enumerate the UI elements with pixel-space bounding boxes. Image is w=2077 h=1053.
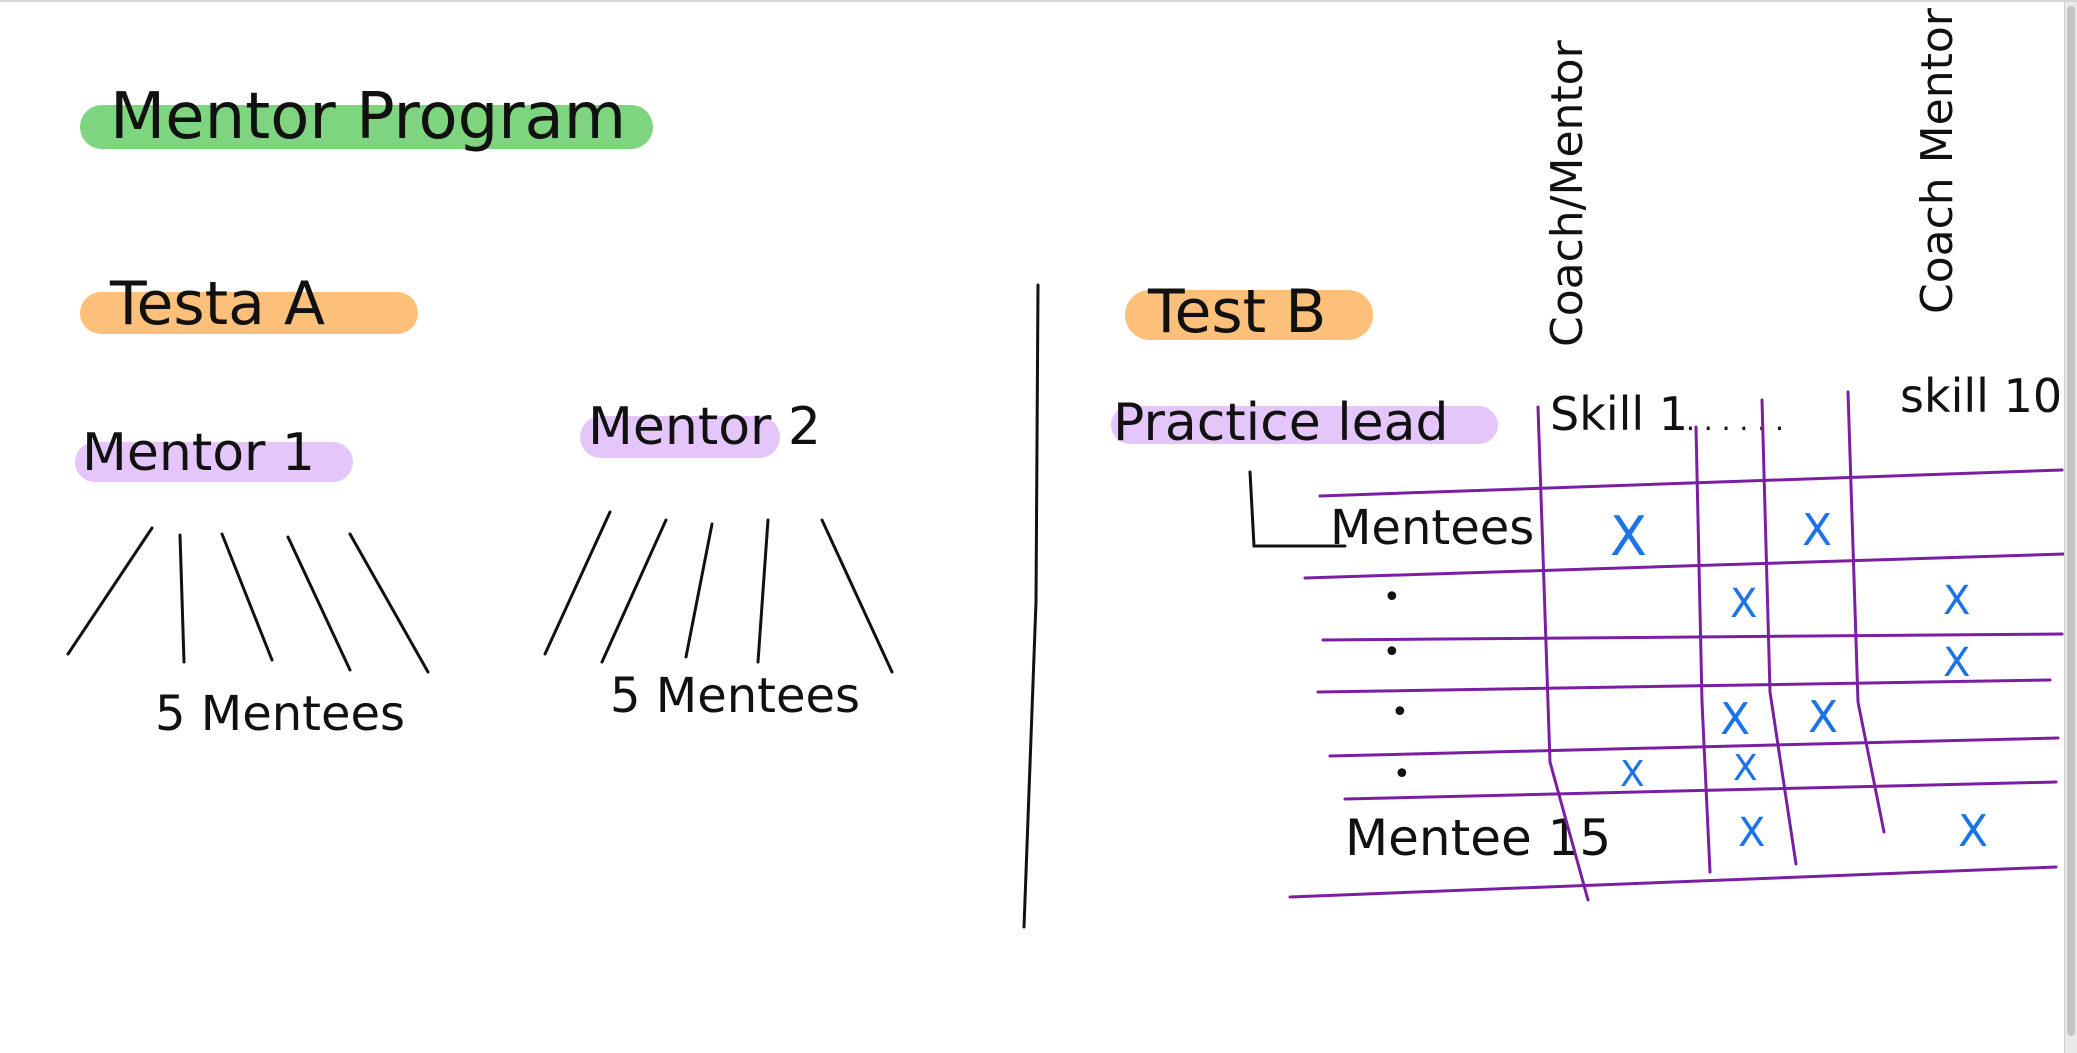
mentor1-branches bbox=[66, 526, 430, 674]
branch-line bbox=[286, 535, 352, 672]
grid-col-line bbox=[1694, 425, 1712, 874]
skill-mark-x: X bbox=[1808, 692, 1838, 743]
grid-row-line bbox=[1303, 552, 2066, 580]
test-b-highlight bbox=[1125, 290, 1373, 340]
page-title: Mentor Program bbox=[110, 80, 626, 154]
skill-mark-x: X bbox=[1733, 748, 1758, 789]
mentees-first-label: Mentees bbox=[1330, 500, 1534, 556]
test-a-label: Testa A bbox=[109, 269, 325, 339]
branch-line bbox=[66, 526, 154, 656]
mentor1-highlight bbox=[75, 442, 353, 482]
practice-lead-label: Practice lead bbox=[1113, 393, 1449, 453]
mentor2-highlight bbox=[580, 416, 780, 458]
skill-mark-x: X bbox=[1958, 806, 1988, 857]
skill-mark-x: X bbox=[1943, 640, 1970, 686]
grid-row-line bbox=[1343, 780, 2058, 801]
branch-line bbox=[684, 522, 714, 659]
branch-line bbox=[543, 510, 612, 656]
scrollbar-thumb[interactable] bbox=[2067, 6, 2075, 1036]
skill-first-header: Skill 1 bbox=[1550, 387, 1688, 441]
mentor2-branches bbox=[543, 510, 894, 674]
mentees-arrow bbox=[1248, 470, 1347, 548]
skill-mark-x: X bbox=[1943, 578, 1970, 624]
test-b-label: Test B bbox=[1147, 277, 1326, 347]
grid-row-line bbox=[1321, 632, 2064, 642]
branch-line bbox=[178, 533, 186, 664]
row-dot: • bbox=[1383, 635, 1401, 670]
skill-mark-x: X bbox=[1610, 505, 1647, 568]
grid-row-line bbox=[1316, 678, 2052, 694]
vertical-scrollbar[interactable] bbox=[2064, 2, 2077, 1053]
test-a-highlight bbox=[80, 292, 418, 334]
row-dot: • bbox=[1391, 695, 1409, 730]
skill-matrix-grid bbox=[1288, 390, 2066, 902]
branch-line bbox=[348, 532, 430, 674]
branch-line bbox=[820, 518, 894, 674]
mentor2-mentees-text: 5 Mentees bbox=[610, 668, 860, 724]
skill-mark-x: X bbox=[1730, 581, 1757, 627]
grid-col-line bbox=[1846, 390, 1886, 834]
row-dot: • bbox=[1383, 580, 1401, 615]
section-divider bbox=[1022, 283, 1040, 929]
branch-line bbox=[756, 518, 770, 664]
column-header-coach-mentor-2: Coach Mentor bbox=[1912, 7, 1963, 314]
skill-mark-x: X bbox=[1738, 810, 1765, 856]
grid-col-line bbox=[1536, 405, 1590, 902]
mentor1-mentees-text: 5 Mentees bbox=[155, 686, 405, 742]
skill-mark-x: X bbox=[1720, 694, 1750, 745]
mentor2-label: Mentor 2 bbox=[588, 397, 821, 457]
skill-mark-x: X bbox=[1802, 505, 1832, 556]
practice-lead-highlight bbox=[1111, 406, 1498, 444]
grid-row-line bbox=[1318, 468, 2064, 498]
mentor1-label: Mentor 1 bbox=[82, 423, 315, 483]
row-dot: • bbox=[1393, 757, 1411, 792]
skill-mark-x: X bbox=[1620, 754, 1645, 795]
skill-dots: . . . . . . bbox=[1686, 404, 1784, 437]
grid-row-line bbox=[1328, 736, 2060, 758]
skill-marks: X X X X X X X X X X X bbox=[1610, 505, 1988, 857]
grid-col-line bbox=[1760, 398, 1798, 866]
grid-row-line bbox=[1288, 865, 2058, 899]
column-header-coach-mentor-1: Coach/Mentor bbox=[1542, 39, 1593, 347]
skill-last-header: skill 10 bbox=[1900, 369, 2062, 423]
title-highlight bbox=[80, 105, 653, 149]
branch-line bbox=[220, 532, 274, 662]
branch-line bbox=[600, 518, 668, 664]
